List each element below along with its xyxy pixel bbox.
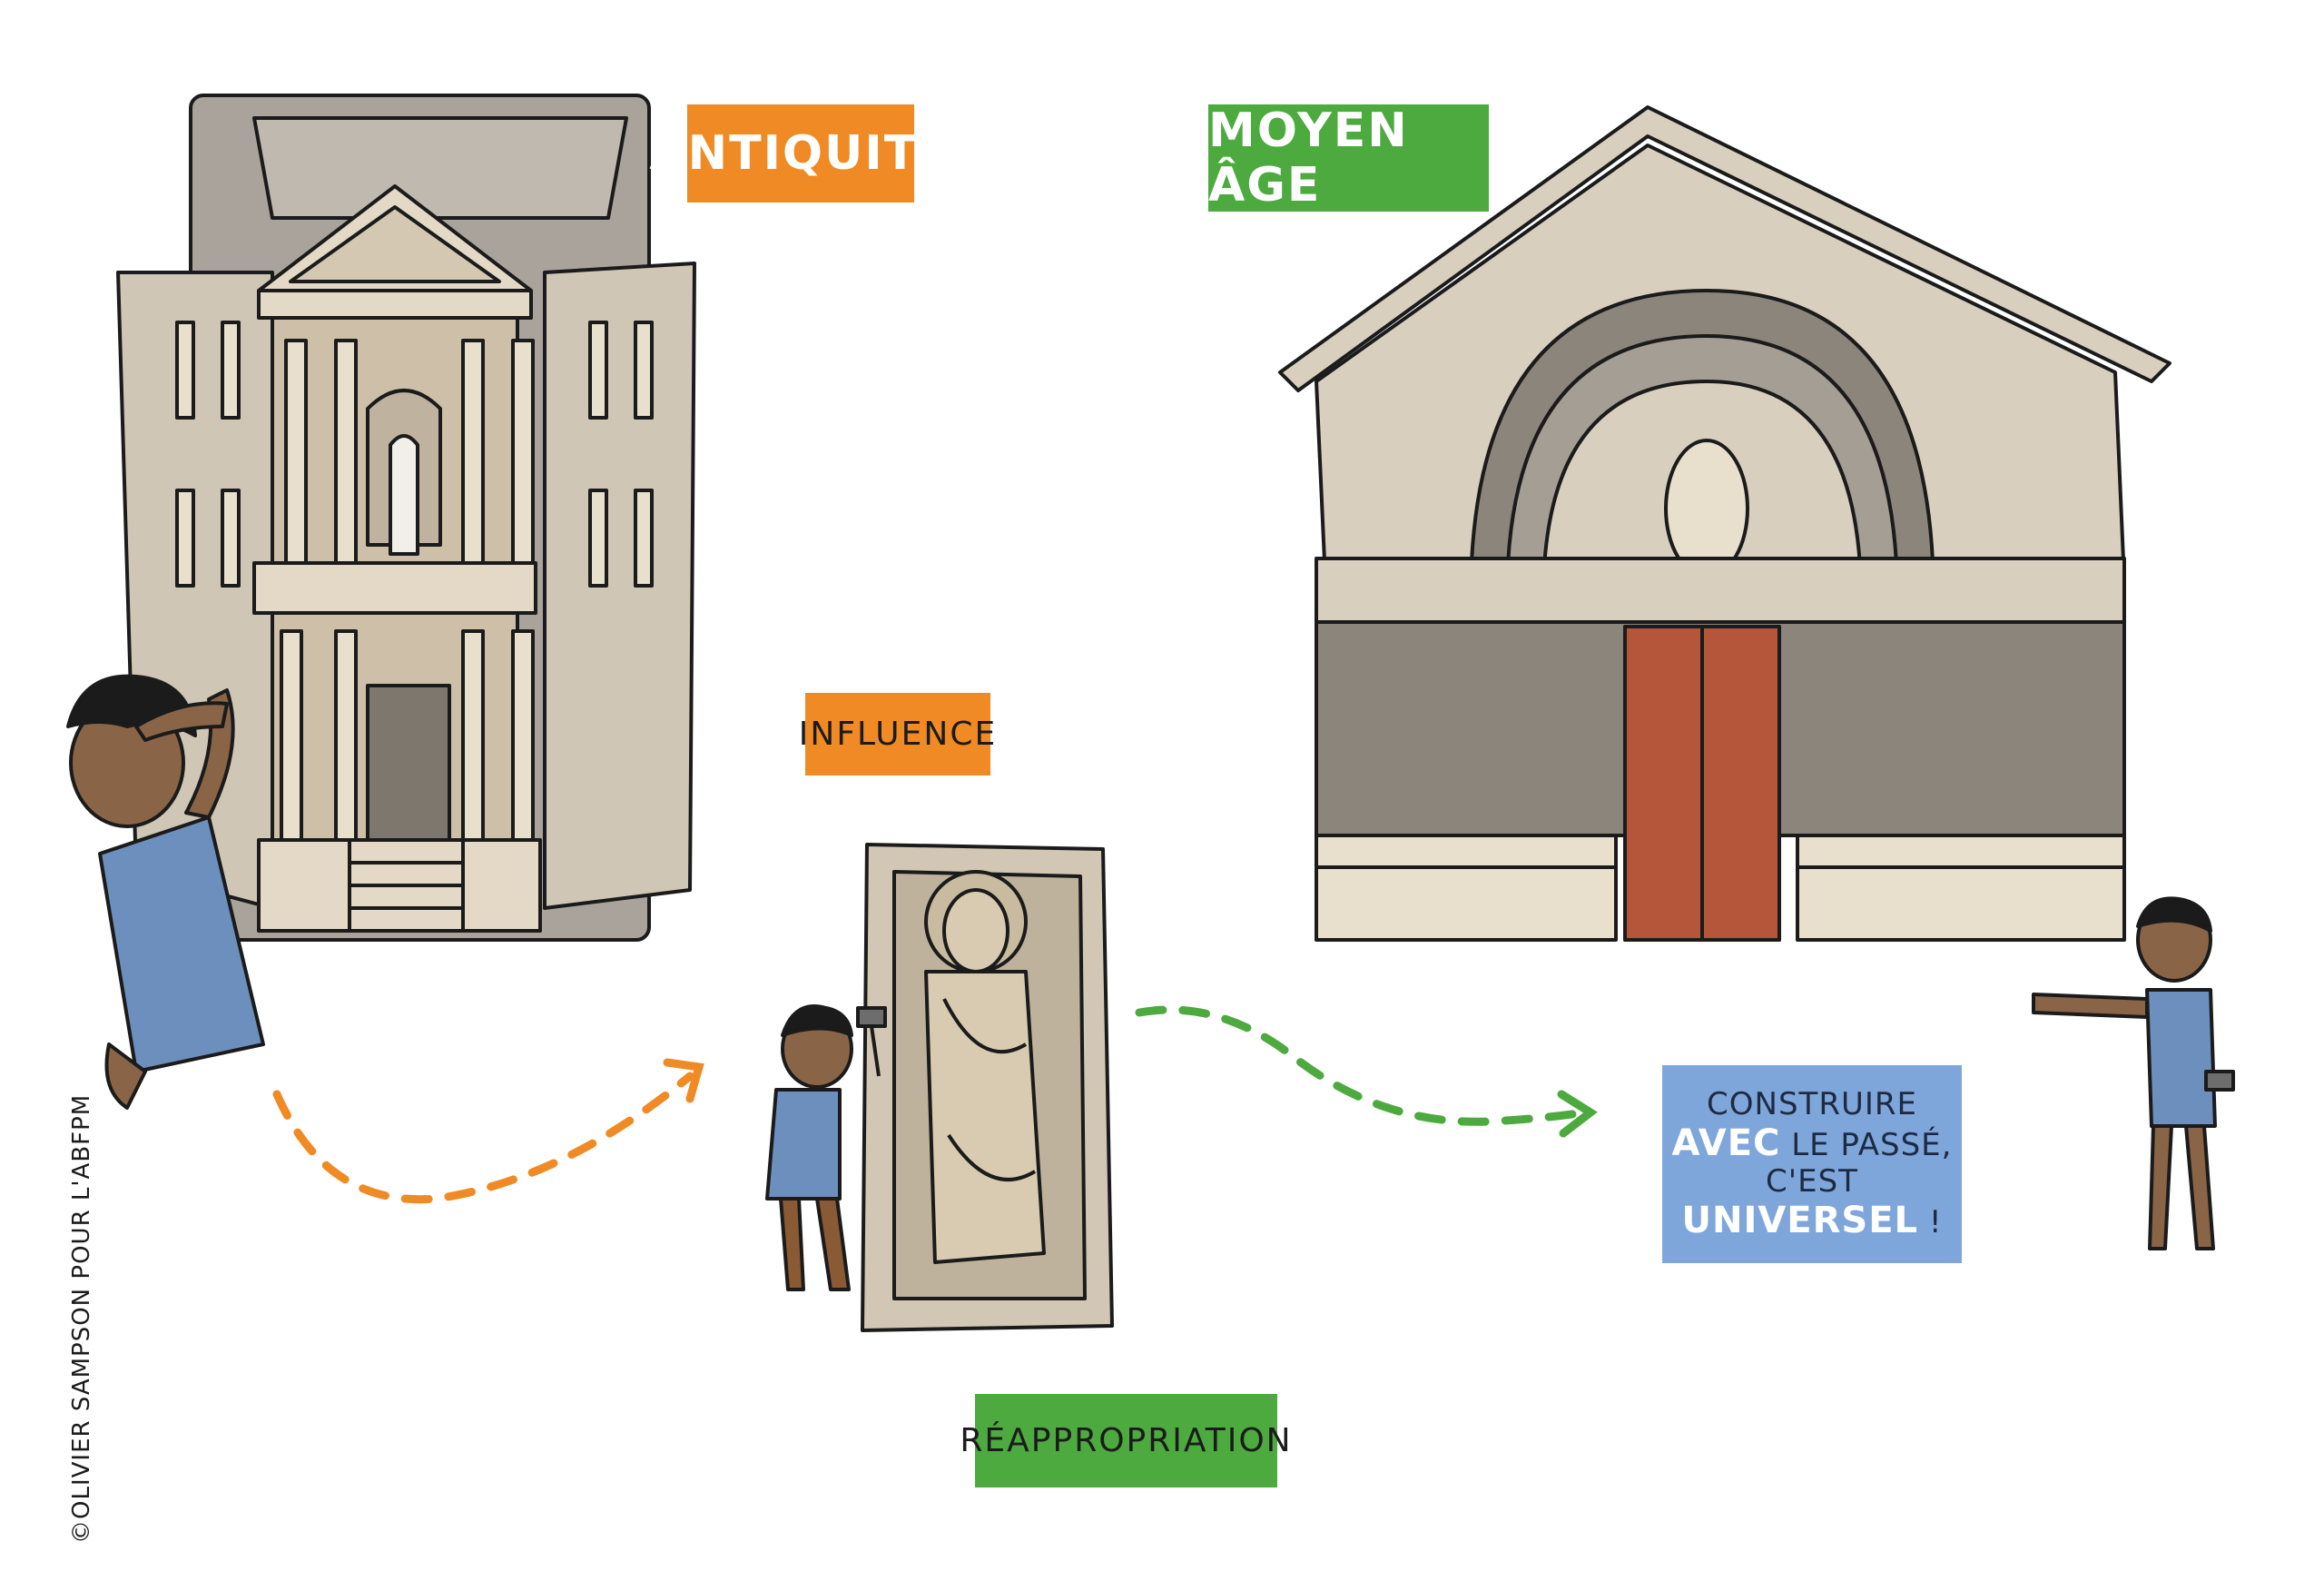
reappropriation-label: RÉAPPROPRIATION xyxy=(960,1394,1291,1487)
reappropriation-arrow xyxy=(1135,1005,1598,1138)
moyen-age-label: MOYEN ÂGE xyxy=(1208,104,1489,212)
bubble-word-avec: AVEC xyxy=(1671,1122,1781,1164)
influence-arrow xyxy=(272,1058,704,1204)
bubble-line-2-rest: LE PASSÉ, xyxy=(1791,1127,1953,1163)
bubble-line-1: CONSTRUIRE xyxy=(1707,1085,1917,1122)
boy-carving xyxy=(765,1004,887,1291)
romanesque-portal xyxy=(1278,105,2171,942)
bubble-line-4-rest: ! xyxy=(1928,1204,1943,1241)
boy-looking xyxy=(66,674,265,1110)
roman-theatre-facade xyxy=(116,94,696,942)
bubble-word-universel: UNIVERSEL xyxy=(1681,1200,1919,1242)
speech-bubble: CONSTRUIRE AVEC LE PASSÉ, C'EST UNIVERSE… xyxy=(1662,1065,1962,1263)
stele-relief xyxy=(861,843,1114,1332)
influence-label: INFLUENCE xyxy=(799,693,995,776)
artist-credit: ©OLIVIER SAMPSON POUR L'ABFPM xyxy=(68,1093,95,1544)
bubble-line-2: AVEC LE PASSÉ, xyxy=(1662,1122,1962,1164)
boy-pointing xyxy=(2032,896,2235,1250)
bubble-line-3: C'EST xyxy=(1766,1163,1858,1200)
antiquite-label: ANTIQUITÉ xyxy=(649,104,950,203)
bubble-line-4: UNIVERSEL ! xyxy=(1662,1200,1962,1241)
